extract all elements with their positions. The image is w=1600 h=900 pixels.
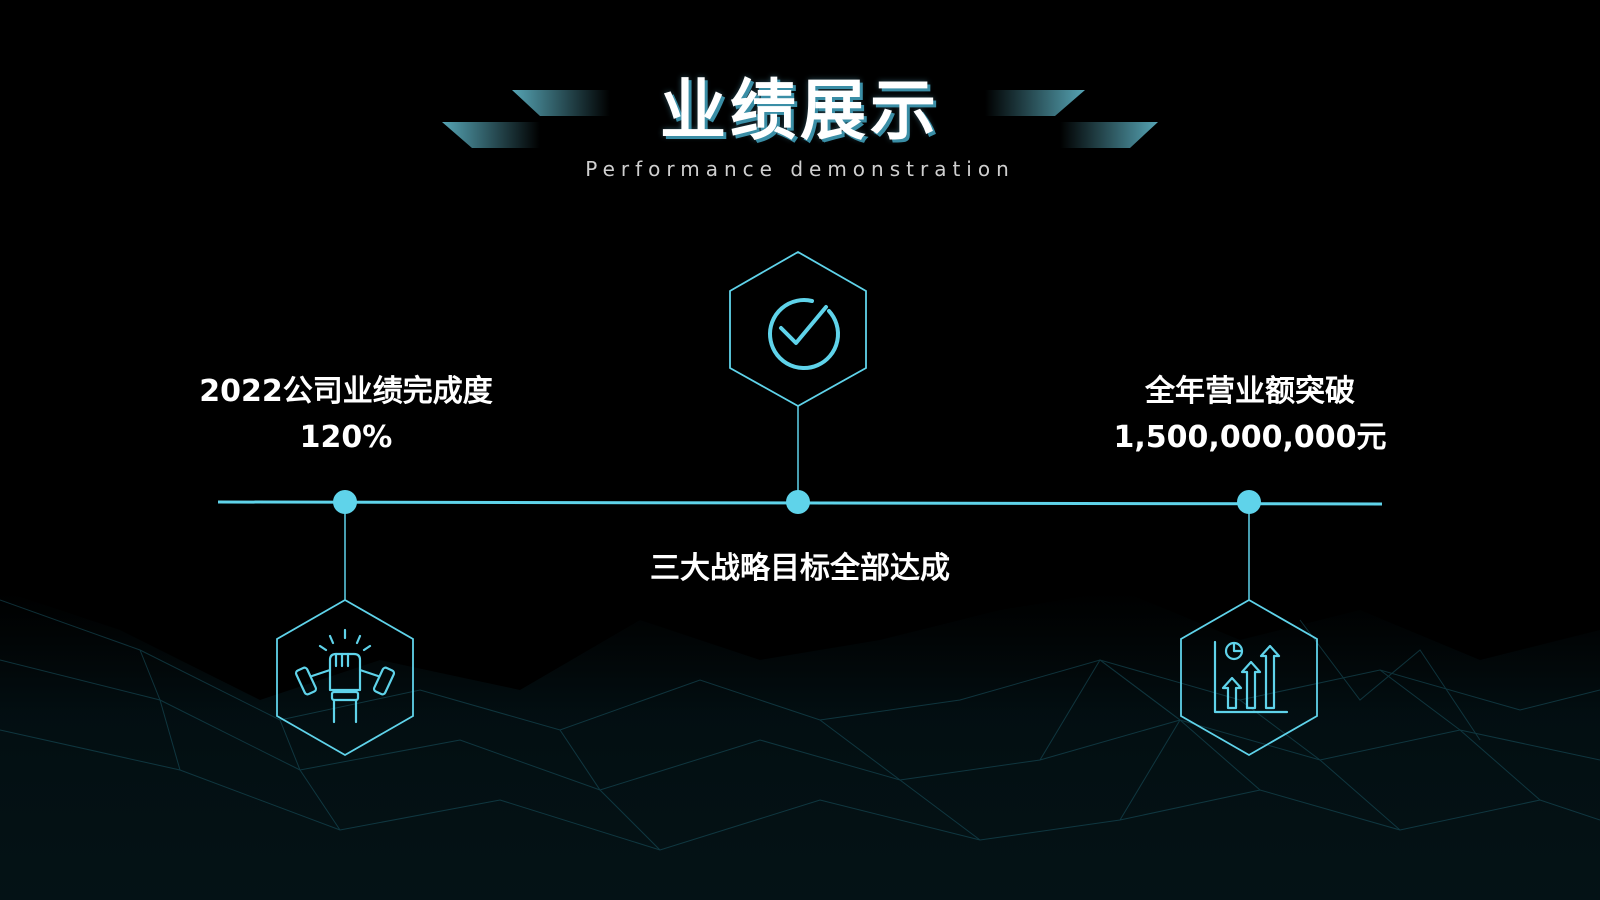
milestone-left-label: 2022公司业绩完成度 120% <box>146 369 546 461</box>
milestone-left-line1: 2022公司业绩完成度 <box>199 374 493 409</box>
hexagon-left <box>276 598 414 757</box>
milestone-center-line1: 三大战略目标全部达成 <box>650 551 950 586</box>
hexagon-center <box>729 250 867 408</box>
fitness-hand-dumbbell-icon <box>294 628 396 724</box>
milestone-right-line1: 全年营业额突破 <box>1145 374 1355 409</box>
check-circle-icon <box>768 298 840 371</box>
page-title: 业绩展示 <box>660 72 940 149</box>
hexagon-right <box>1180 598 1318 757</box>
timeline-node-center <box>786 490 810 514</box>
timeline-node-left <box>333 490 357 514</box>
bar-chart-growth-icon <box>1213 640 1289 714</box>
milestone-right-line2: 1,500,000,000元 <box>1113 420 1387 455</box>
milestone-left-line2: 120% <box>299 420 393 455</box>
milestone-center-label: 三大战略目标全部达成 <box>560 546 1040 592</box>
milestone-right-label: 全年营业额突破 1,500,000,000元 <box>1050 369 1450 461</box>
page-subtitle: Performance demonstration <box>585 157 1015 181</box>
timeline-node-right <box>1237 490 1261 514</box>
